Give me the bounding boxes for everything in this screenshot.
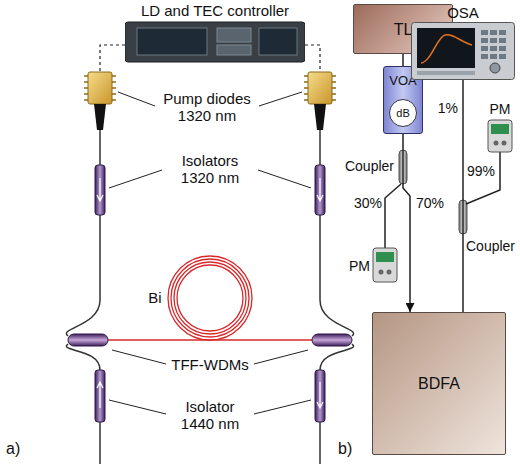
split-ratio: 99% [467, 163, 497, 180]
power-meter [373, 248, 397, 282]
fiber-link [402, 54, 404, 66]
controller-body [125, 20, 305, 64]
controller-case [125, 22, 305, 62]
spectrum-trace [421, 35, 472, 63]
analyzer-button [490, 46, 497, 51]
part-label: Coupler [336, 158, 394, 175]
analyzer-body [411, 22, 515, 80]
panel-letter: a) [6, 440, 30, 457]
controller-unit: LD and TEC controller [125, 2, 305, 64]
part-label: Isolator 1440 nm [170, 398, 250, 432]
fiber [385, 184, 401, 248]
controller-screen [217, 45, 251, 55]
wdm-filter [312, 334, 352, 346]
fiber-link [462, 80, 464, 312]
isolator [95, 370, 105, 422]
meter-screen [376, 252, 394, 262]
meter-knob [379, 270, 384, 275]
meter-knob [502, 141, 507, 146]
isolator-arrow [97, 178, 103, 201]
controller-screen [259, 28, 297, 55]
fiber [66, 130, 100, 336]
analyzer-knob [490, 63, 500, 73]
amplifier-box: BDFA [372, 312, 506, 455]
bi-coil [174, 262, 246, 334]
fiber-boot [94, 104, 106, 130]
meter-screen [491, 124, 509, 134]
wdm-filter [68, 334, 108, 346]
analyzer-strip [417, 71, 475, 75]
control-cable [100, 45, 125, 72]
dial-label: dB [389, 99, 417, 127]
bi-coil [177, 265, 243, 331]
part-label: Isolators 1320 nm [168, 152, 252, 186]
analyzer-button [499, 54, 506, 59]
isolator [315, 370, 325, 422]
leader-line [109, 92, 311, 414]
part-label: TFF-WDMs [160, 356, 260, 373]
pump-diode [308, 72, 332, 104]
analyzer-button [499, 30, 506, 35]
meter-knob [494, 141, 499, 146]
fiber-link [403, 134, 410, 312]
analyzer-button [481, 46, 488, 51]
panel-letter: b) [338, 440, 362, 457]
power-meter [488, 120, 512, 152]
controller-screen [137, 28, 207, 55]
bi-coil [171, 259, 249, 337]
part-label: PM [486, 101, 514, 118]
control-cable [305, 45, 320, 72]
isolator-arrow [317, 382, 323, 408]
part-label: Bi [144, 289, 166, 306]
analyzer-button [490, 54, 497, 59]
split-ratio: 70% [416, 195, 452, 212]
split-ratio: 1% [428, 100, 458, 117]
fiber-boot [314, 104, 326, 130]
isolator [95, 165, 105, 215]
analyzer-button [481, 54, 488, 59]
analyzer-button [481, 30, 488, 35]
part-label: Coupler [466, 238, 518, 255]
analyzer-button [499, 38, 506, 43]
split-ratio: 30% [346, 195, 382, 212]
meter-knob [387, 270, 392, 275]
bi-coil [168, 256, 252, 340]
fiber [466, 152, 500, 204]
controller-screen [217, 28, 251, 42]
analyzer-button [490, 38, 497, 43]
analyzer-button [499, 46, 506, 51]
analyzer-button [481, 38, 488, 43]
box-label: BDFA [418, 374, 460, 393]
isolator-arrow [317, 178, 323, 201]
device-heading: OSA [411, 4, 515, 22]
analyzer-screen [417, 28, 475, 68]
isolator [315, 165, 325, 215]
part-label: PM [342, 258, 370, 275]
analyzer-case [412, 23, 515, 80]
analyzer-button [490, 30, 497, 35]
isolator-arrow [97, 382, 103, 408]
device-heading: LD and TEC controller [125, 2, 305, 20]
part-label: Pump diodes 1320 nm [161, 90, 253, 124]
analyzer-unit: OSA [411, 4, 515, 80]
box-label: TL [394, 20, 413, 39]
pump-diode [88, 72, 112, 104]
